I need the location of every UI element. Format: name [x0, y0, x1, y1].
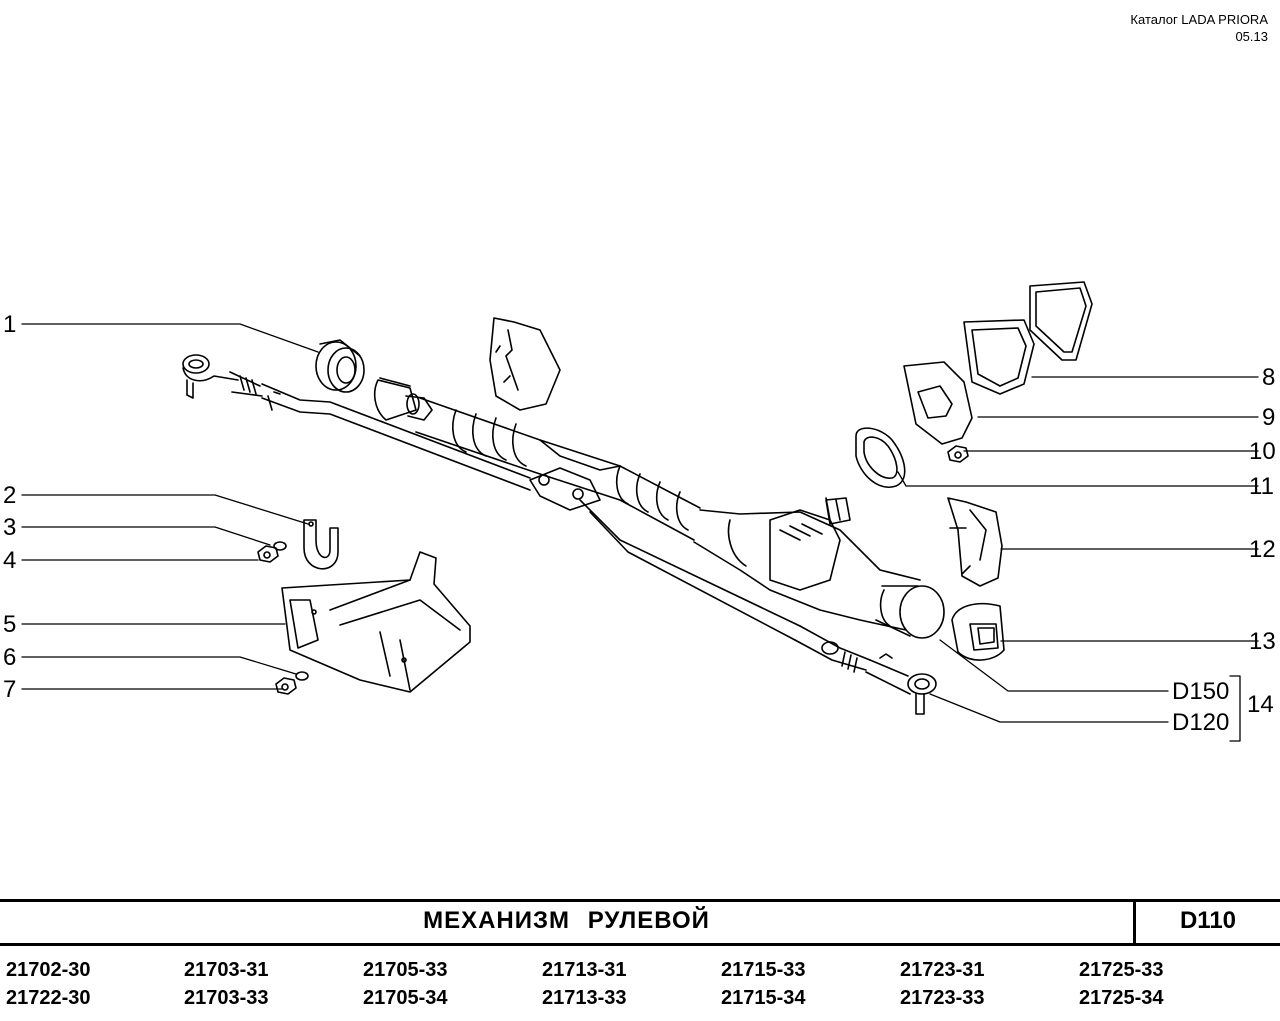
model-code: 21725-34	[1079, 987, 1164, 1009]
model-code: 21723-31	[900, 959, 985, 981]
assembly-code: D110	[1179, 907, 1237, 934]
part-12-bracket	[947, 497, 1003, 587]
part-1-bushing	[315, 339, 365, 393]
part-9-plate	[903, 361, 973, 445]
right-tie-rod	[579, 499, 937, 715]
footer-divider	[1133, 899, 1136, 946]
callout-9: 9	[1262, 404, 1276, 431]
left-clamp	[405, 393, 433, 421]
callout-8: 8	[1262, 364, 1276, 391]
callout-14: 14	[1247, 691, 1274, 718]
model-code: 21702-30	[6, 959, 91, 981]
callout-12: 12	[1249, 536, 1276, 563]
part-13-bushing	[951, 602, 1005, 661]
model-code: 21713-31	[542, 959, 627, 981]
callout-d150: D150	[1172, 678, 1230, 705]
callout-10: 10	[1249, 438, 1276, 465]
rack-housing	[373, 377, 945, 639]
model-code: 21715-34	[721, 987, 806, 1009]
part-10-nut	[947, 445, 969, 463]
callout-3: 3	[3, 514, 17, 541]
model-code: 21703-31	[184, 959, 269, 981]
model-code: 21722-30	[6, 987, 91, 1009]
part-6-7-washer-nut	[275, 671, 309, 695]
footer-top-rule	[0, 899, 1280, 902]
footer-mid-rule	[0, 943, 1280, 946]
leader-lines	[21, 323, 1259, 742]
model-code: 21705-34	[363, 987, 448, 1009]
callout-13: 13	[1249, 628, 1276, 655]
top-mount-bracket	[489, 317, 561, 411]
model-code: 21725-33	[1079, 959, 1164, 981]
model-code: 21723-33	[900, 987, 985, 1009]
part-2-clamp	[303, 519, 339, 570]
part-8-gasket	[963, 281, 1093, 395]
callout-7: 7	[3, 676, 17, 703]
model-code: 21703-33	[184, 987, 269, 1009]
part-3-4-washer-nut	[257, 541, 287, 563]
assembly-title: МЕХАНИЗМ РУЛЕВОЙ	[423, 907, 710, 934]
callout-11: 11	[1249, 473, 1274, 500]
model-code: 21715-33	[721, 959, 806, 981]
left-tie-rod	[182, 354, 531, 491]
callout-2: 2	[3, 482, 17, 509]
callout-6: 6	[3, 644, 17, 671]
callout-d120: D120	[1172, 709, 1230, 736]
pinion-shaft	[825, 497, 851, 525]
part-5-bracket	[281, 551, 471, 693]
callout-1: 1	[3, 311, 17, 338]
model-code: 21713-33	[542, 987, 627, 1009]
callout-5: 5	[3, 611, 17, 638]
model-code: 21705-33	[363, 959, 448, 981]
part-11-ring	[855, 427, 906, 488]
catalog-date: 05.13	[1235, 29, 1268, 44]
steering-mechanism-drawing	[21, 281, 1259, 742]
callout-4: 4	[3, 547, 17, 574]
catalog-title: Каталог LADA PRIORA	[1130, 12, 1268, 27]
